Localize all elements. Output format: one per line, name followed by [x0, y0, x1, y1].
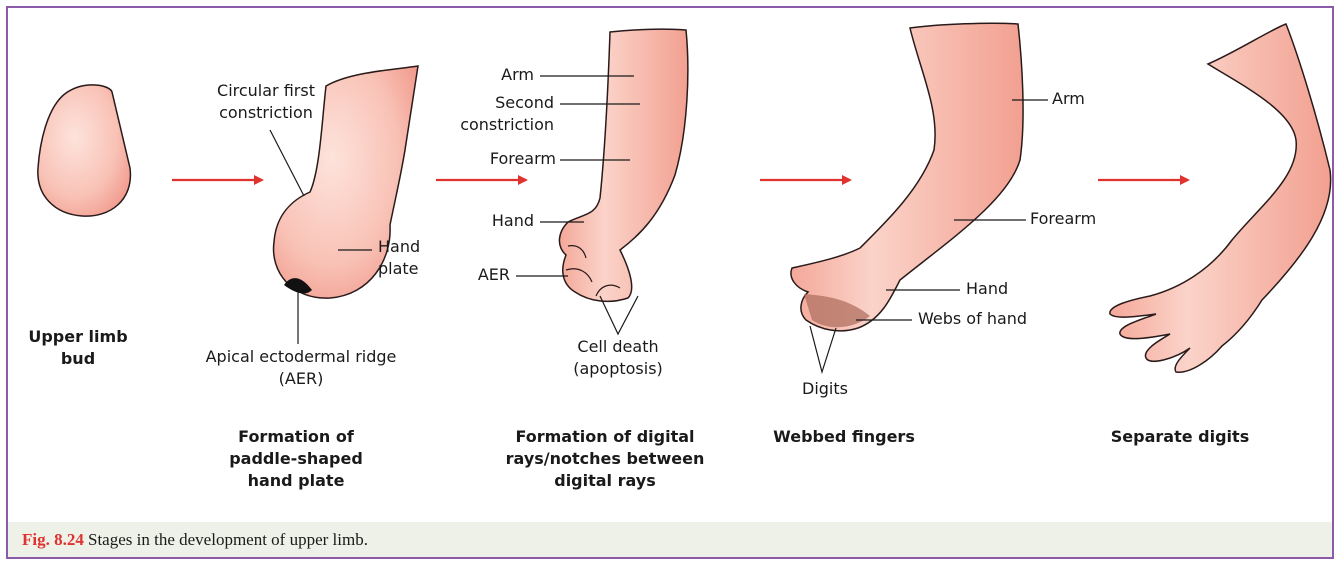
separate-digits-arm-shape	[1110, 24, 1331, 372]
webs-of-hand-label: Webs of hand	[918, 308, 1027, 330]
leader-circular-constriction	[270, 130, 304, 196]
digital-rays-arm-shape	[559, 29, 687, 301]
cell-death-label: Cell death (apoptosis)	[548, 336, 688, 380]
stage2-title: Formation of paddle-shaped hand plate	[206, 426, 386, 492]
leader-digits	[810, 326, 836, 372]
digits-label: Digits	[790, 378, 860, 400]
stage1-title: Upper limb bud	[18, 326, 138, 370]
forearm-label-2: Forearm	[1030, 208, 1096, 230]
aer-short-label: AER	[430, 264, 510, 286]
forearm-label-1: Forearm	[430, 148, 556, 170]
figure-number: Fig. 8.24	[22, 530, 84, 550]
arm-label-1: Arm	[430, 64, 534, 86]
hand-plate-label: Hand plate	[378, 236, 420, 280]
aer-full-label: Apical ectodermal ridge (AER)	[176, 346, 426, 390]
hand-label-1: Hand	[430, 210, 534, 232]
stage3-title: Formation of digital rays/notches betwee…	[470, 426, 740, 492]
stage5-title: Separate digits	[1090, 426, 1270, 448]
stage4-title: Webbed fingers	[754, 426, 934, 448]
limb-bud-shape	[38, 85, 131, 216]
second-constriction-label: Second constriction	[430, 92, 554, 136]
circular-first-constriction-label: Circular first constriction	[186, 80, 346, 124]
arm-label-2: Arm	[1052, 88, 1085, 110]
hand-label-2: Hand	[966, 278, 1008, 300]
figure-caption: Stages in the development of upper limb.	[88, 530, 368, 550]
